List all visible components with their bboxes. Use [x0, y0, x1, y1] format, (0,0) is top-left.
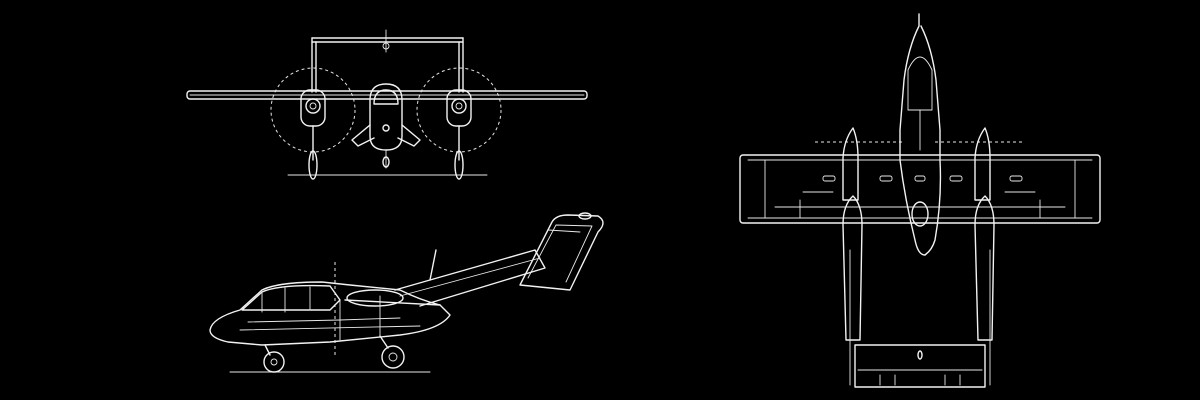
front-tail-frame	[311, 29, 464, 93]
side-fuselage	[209, 281, 451, 346]
side-wing-engine	[334, 262, 441, 355]
side-view	[209, 212, 604, 373]
front-fuselage	[351, 83, 421, 169]
left-propeller-disc	[270, 67, 356, 153]
top-left-nacelle	[842, 127, 863, 341]
side-nose-gear	[263, 344, 285, 373]
left-nacelle	[300, 89, 326, 180]
front-view	[186, 29, 588, 180]
side-tail-boom	[394, 249, 546, 307]
side-main-gear	[379, 335, 405, 369]
top-wing	[739, 141, 1101, 224]
side-vertical-tail	[519, 212, 604, 291]
right-propeller-disc	[416, 67, 502, 153]
top-fuselage	[899, 13, 942, 256]
front-wing	[186, 90, 588, 100]
right-nacelle	[446, 89, 472, 180]
top-view	[739, 13, 1101, 388]
top-horizontal-tail	[854, 344, 986, 388]
top-right-nacelle	[974, 127, 995, 341]
